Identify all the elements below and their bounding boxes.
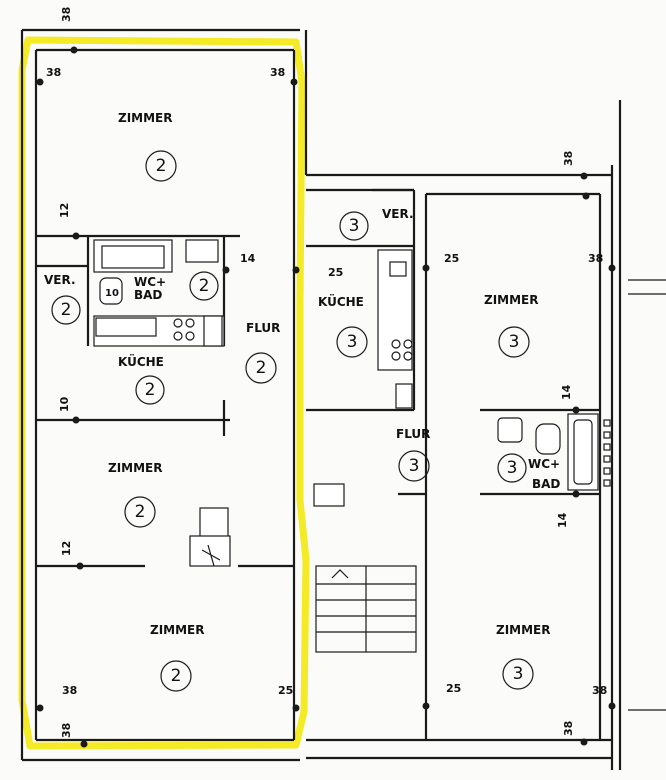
room-number-flur-2: 2 <box>245 352 277 384</box>
room-number-text: 3 <box>347 332 358 352</box>
room-label-zimmer-2-bottom: ZIMMER <box>150 623 205 637</box>
dimension-label: 14 <box>556 512 569 528</box>
dimension-label: 12 <box>58 203 71 218</box>
room-label-wc-3: WC+ <box>528 457 560 471</box>
room-number-text: 2 <box>145 380 156 400</box>
dimension-label: 38 <box>562 151 575 166</box>
room-number-kueche-2: 2 <box>135 375 165 405</box>
room-number-zimmer-2-top: 2 <box>145 150 177 182</box>
dimension-label: 14 <box>560 384 573 400</box>
room-label-flur-2: FLUR <box>246 321 280 335</box>
room-number-text: 3 <box>409 456 420 476</box>
dimension-label: 38 <box>588 252 603 265</box>
room-label-bad-2: BAD <box>134 288 162 302</box>
room-label-zimmer-3-top: ZIMMER <box>484 293 539 307</box>
room-number-text: 3 <box>513 664 524 684</box>
room-label-kueche-2: KÜCHE <box>118 354 164 369</box>
room-number-text: 2 <box>135 502 146 522</box>
room-number-text: 3 <box>507 458 518 478</box>
dimension-label: 25 <box>278 684 293 697</box>
walls-apartment-3 <box>306 100 666 770</box>
room-label-wc-2: WC+ <box>134 275 166 289</box>
room-number-text: 2 <box>199 276 210 296</box>
dimension-label: 38 <box>562 721 575 736</box>
dimension-label: 38 <box>46 66 61 79</box>
dimension-label: 12 <box>60 541 73 556</box>
dimension-label: 14 <box>240 252 256 265</box>
dimension-label: 25 <box>444 252 459 265</box>
room-number-zimmer-3-bottom: 3 <box>502 658 534 690</box>
dimension-label: 38 <box>60 723 73 738</box>
room-number-text: 2 <box>171 666 182 686</box>
room-number-text: 2 <box>256 358 267 378</box>
dimension-label: 25 <box>328 266 343 279</box>
room-number-text: 2 <box>61 300 72 320</box>
room-number-text: 3 <box>349 216 360 236</box>
room-number-wc-bad-3: 3 <box>497 453 527 483</box>
dimension-label: 25 <box>446 682 461 695</box>
room-number-flur-3: 3 <box>398 450 430 482</box>
dimension-label: 38 <box>592 684 607 697</box>
dimension-markers <box>36 46 616 748</box>
room-label-flur-3: FLUR <box>396 427 430 441</box>
room-label-ver-3: VER. <box>382 207 414 221</box>
dimension-label: 38 <box>60 7 73 22</box>
room-number-wc-bad-2: 2 <box>189 271 219 301</box>
room-label-bad-3: BAD <box>532 477 560 491</box>
room-label-zimmer-2-top: ZIMMER <box>118 111 173 125</box>
dimension-label: 38 <box>270 66 285 79</box>
room-number-zimmer-2-bottom: 2 <box>160 660 192 692</box>
room-number-ver-2: 2 <box>51 295 81 325</box>
room-number-text: 2 <box>156 156 167 176</box>
dimension-label: 38 <box>62 684 77 697</box>
room-label-zimmer-2-mid: ZIMMER <box>108 461 163 475</box>
room-number-text: 3 <box>509 332 520 352</box>
dimension-label: 10 <box>58 396 71 412</box>
room-label-kueche-3: KÜCHE <box>318 294 364 309</box>
room-number-zimmer-3-top: 3 <box>498 326 530 358</box>
room-number-kueche-3: 3 <box>336 326 368 358</box>
room-label-zimmer-3-bottom: ZIMMER <box>496 623 551 637</box>
fixtures-apartment-3 <box>313 249 611 507</box>
fixture-tag-10: 10 <box>105 288 119 299</box>
fixtures-apartment-2 <box>93 239 231 567</box>
room-number-ver-3: 3 <box>339 211 369 241</box>
room-number-zimmer-2-mid: 2 <box>124 496 156 528</box>
staircase <box>315 565 417 653</box>
walls-apartment-2 <box>20 28 308 762</box>
room-label-ver-2: VER. <box>44 273 76 287</box>
